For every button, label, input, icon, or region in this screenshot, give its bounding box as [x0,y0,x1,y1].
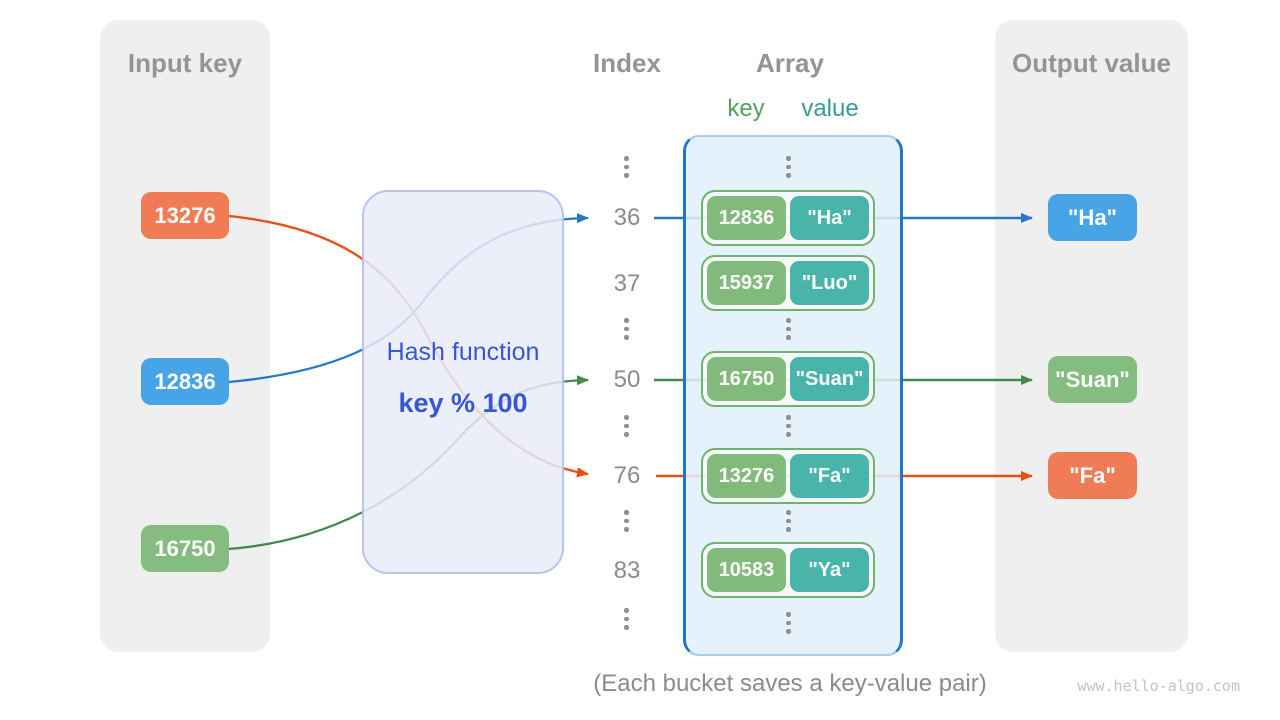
input-key-12836: 12836 [141,358,229,405]
ellipsis-dots [624,510,629,532]
bucket-key: 10583 [707,548,786,592]
bucket-row: 12836 "Ha" [701,190,875,246]
index-36: 36 [613,204,641,231]
watermark-url: www.hello-algo.com [1077,677,1240,695]
bucket-key: 13276 [707,454,786,498]
diagram-caption: (Each bucket saves a key-value pair) [593,670,987,697]
bucket-value: "Luo" [790,261,869,305]
output-value-panel [995,20,1188,652]
array-column-title: Array [756,48,824,78]
ellipsis-dots [624,608,629,630]
bucket-key: 12836 [707,196,786,240]
ellipsis-dots [786,612,791,634]
bucket-key: 16750 [707,357,786,401]
bucket-row: 13276 "Fa" [701,448,875,504]
ellipsis-dots [786,156,791,178]
output-panel-title: Output value [1012,48,1171,78]
index-37: 37 [613,270,641,297]
ellipsis-dots [786,318,791,340]
output-value-ha: "Ha" [1048,194,1137,241]
hash-function-formula: key % 100 [398,388,528,418]
input-panel-title: Input key [127,48,243,78]
ellipsis-dots [624,318,629,340]
bucket-value: "Ha" [790,196,869,240]
input-key-16750: 16750 [141,525,229,572]
bucket-key: 15937 [707,261,786,305]
output-value-suan: "Suan" [1048,356,1137,403]
bucket-row: 15937 "Luo" [701,255,875,311]
index-83: 83 [613,557,641,584]
bucket-row: 16750 "Suan" [701,351,875,407]
bucket-row: 10583 "Ya" [701,542,875,598]
bucket-value: "Suan" [790,357,869,401]
input-key-13276: 13276 [141,192,229,239]
hash-function-box: Hash function key % 100 [362,190,564,574]
hash-function-title: Hash function [386,338,540,366]
bucket-value: "Fa" [790,454,869,498]
ellipsis-dots [624,415,629,437]
bucket-value: "Ya" [790,548,869,592]
value-header-label: value [801,95,859,122]
key-header-label: key [727,95,765,122]
index-76: 76 [613,462,641,489]
ellipsis-dots [624,156,629,178]
output-value-fa: "Fa" [1048,452,1137,499]
ellipsis-dots [786,510,791,532]
index-50: 50 [613,366,641,393]
index-column-title: Index [593,48,661,78]
ellipsis-dots [786,415,791,437]
